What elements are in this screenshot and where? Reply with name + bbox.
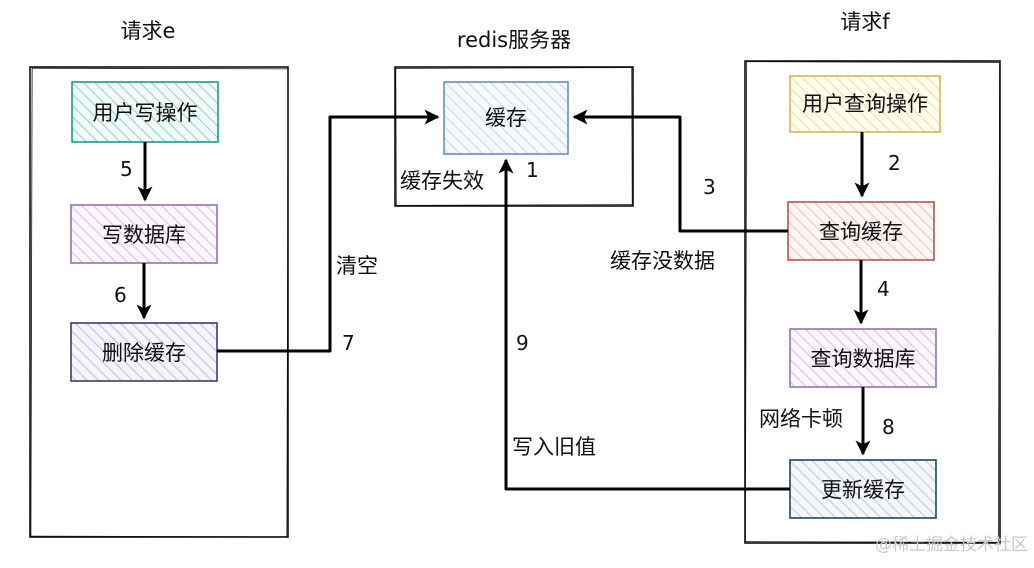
- update-cache-box: 更新缓存: [789, 459, 937, 519]
- query-cache-box: 查询缓存: [787, 201, 935, 261]
- user-query-box: 用户查询操作: [789, 75, 941, 133]
- label-write-old: 写入旧值: [512, 435, 596, 459]
- step-3: 3: [703, 175, 716, 199]
- user-write-box: 用户写操作: [71, 81, 219, 143]
- write-db-box: 写数据库: [70, 204, 218, 264]
- step-7: 7: [342, 331, 355, 355]
- svg-text:写数据库: 写数据库: [102, 223, 186, 247]
- step-1: 1: [526, 158, 539, 182]
- svg-text:查询缓存: 查询缓存: [819, 220, 903, 244]
- svg-text:删除缓存: 删除缓存: [102, 341, 186, 365]
- redis-server-container: [394, 66, 634, 207]
- step-6: 6: [114, 283, 127, 307]
- request-f-title: 请求f: [840, 10, 890, 34]
- label-clear: 清空: [336, 254, 378, 278]
- step-8: 8: [882, 415, 895, 439]
- svg-text:更新缓存: 更新缓存: [821, 478, 905, 502]
- query-db-box: 查询数据库: [789, 328, 937, 388]
- delete-cache-box: 删除缓存: [70, 322, 218, 382]
- watermark: @稀土掘金技术社区: [875, 535, 1028, 555]
- svg-text:查询数据库: 查询数据库: [811, 347, 916, 371]
- step-2: 2: [888, 151, 901, 175]
- label-cache-invalid: 缓存失效: [400, 169, 484, 193]
- request-e-title: 请求e: [121, 19, 176, 43]
- step-5: 5: [120, 157, 133, 181]
- svg-text:缓存: 缓存: [485, 106, 527, 130]
- label-network-lag: 网络卡顿: [759, 407, 843, 431]
- arrow-step-9: [498, 158, 790, 491]
- label-no-data: 缓存没数据: [610, 249, 715, 273]
- step-9: 9: [516, 331, 529, 355]
- request-f-container: [744, 60, 1001, 544]
- svg-text:用户查询操作: 用户查询操作: [802, 92, 928, 116]
- redis-title: redis服务器: [457, 28, 571, 52]
- svg-text:用户写操作: 用户写操作: [93, 101, 198, 125]
- arrow-step-7: [217, 109, 440, 353]
- cache-box: 缓存: [443, 81, 569, 155]
- request-e-container: [29, 66, 289, 538]
- arrow-step-3: [572, 109, 788, 233]
- step-4: 4: [877, 277, 890, 301]
